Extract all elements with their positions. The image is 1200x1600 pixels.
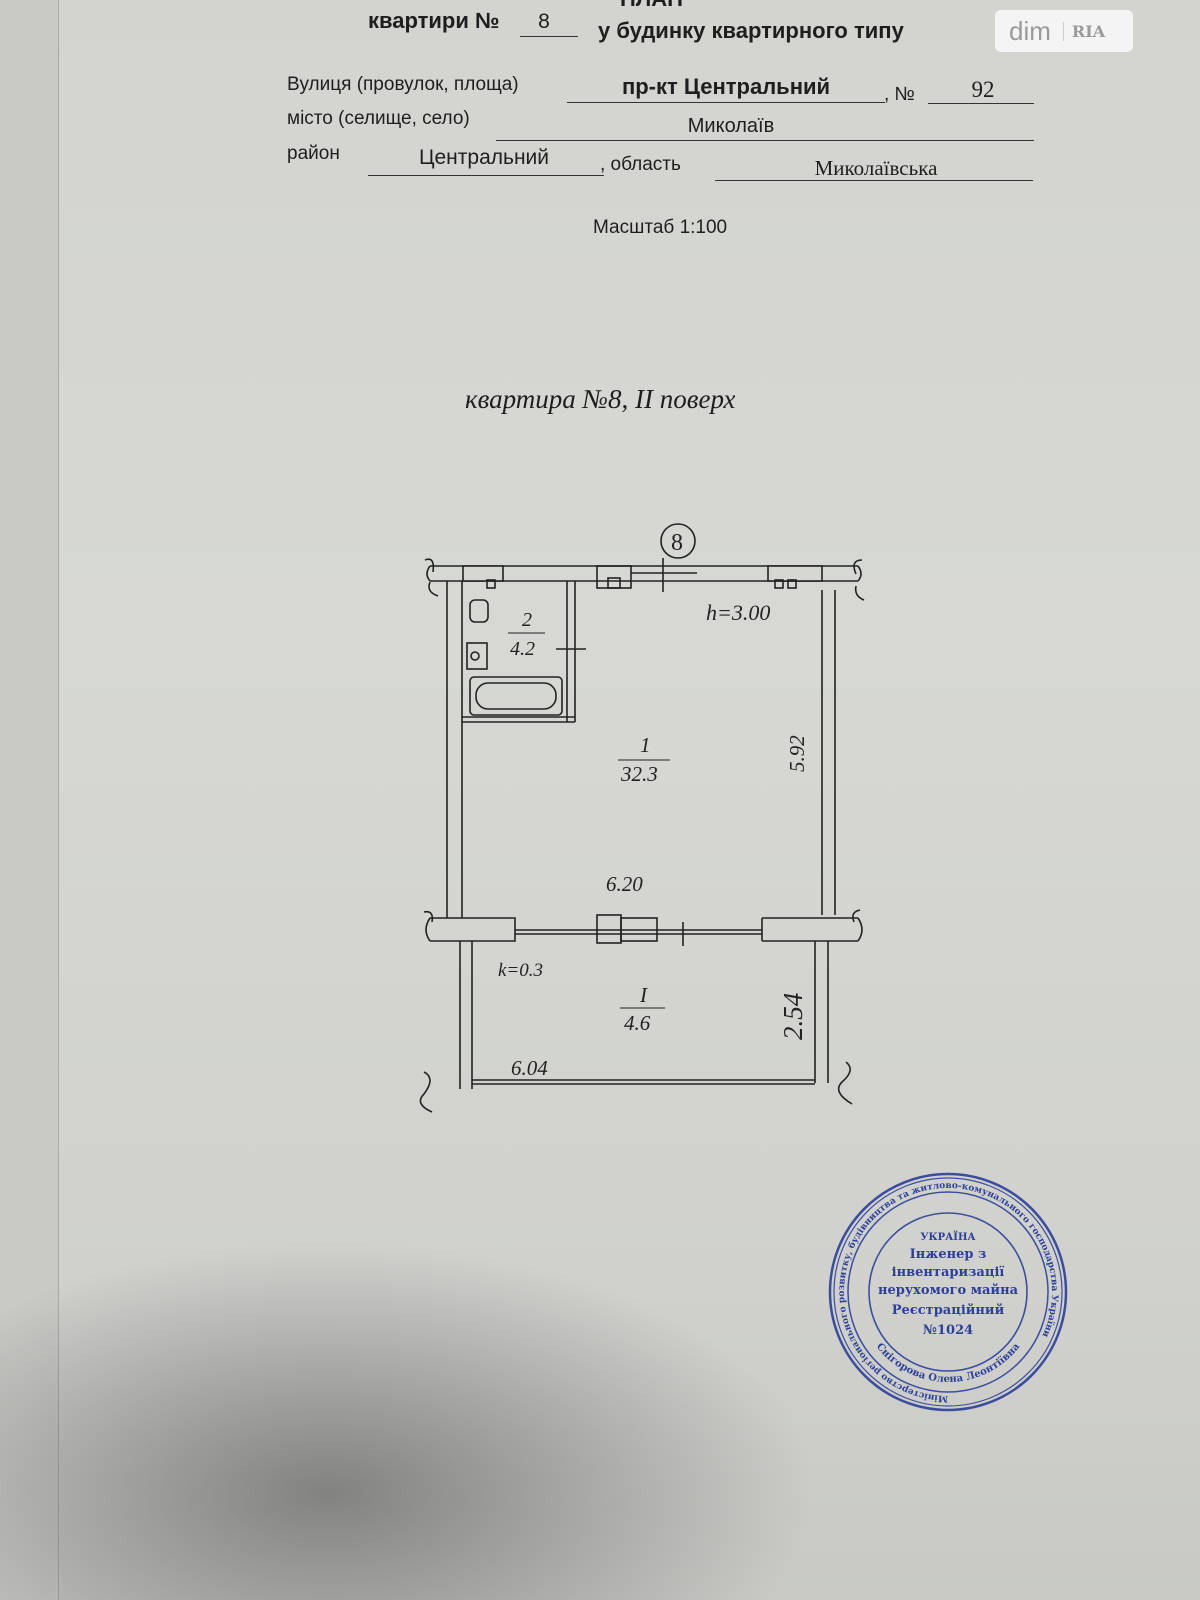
city-value: Миколаїв — [687, 115, 775, 137]
stamp-line: інвентаризації — [892, 1265, 1005, 1280]
toilet-icon — [469, 599, 489, 623]
stamp-line: Інженер з — [910, 1247, 987, 1262]
balcony-width-dimension: 6.04 — [511, 1056, 548, 1080]
ceiling-height: h=3.00 — [706, 600, 770, 625]
stamp-line: Реєстраційний — [892, 1303, 1005, 1318]
street-label: Вулиця (провулок, площа) — [287, 74, 519, 95]
balcony-number: I — [639, 983, 648, 1007]
plan-title: квартира №8, II поверх — [465, 384, 736, 414]
stamp-line: №1024 — [923, 1323, 973, 1338]
document-title: ПЛАН — [620, 0, 683, 12]
district-label: район — [287, 143, 340, 164]
city-underline — [496, 140, 1034, 141]
room-2-number: 2 — [522, 609, 532, 631]
room-2-area: 4.2 — [510, 638, 535, 660]
balcony-depth-dimension: 2.54 — [778, 993, 808, 1040]
apartment-number-underline — [520, 36, 578, 37]
apartment-number: 8 — [538, 10, 550, 33]
logo-ria: RIA — [1062, 21, 1105, 41]
sink-icon — [466, 642, 488, 670]
city-label: місто (селище, село) — [287, 108, 470, 129]
photo-shadow — [0, 1240, 820, 1600]
stamp-line: нерухомого майна — [878, 1283, 1019, 1298]
street-value: пр-кт Центральний — [621, 74, 831, 99]
building-type: у будинку квартирного типу — [598, 18, 904, 43]
logo-dim: dim — [1009, 15, 1051, 46]
house-number-underline — [928, 103, 1034, 104]
scale-label: Масштаб 1:100 — [593, 217, 728, 238]
axis-marker-label: 8 — [671, 530, 683, 556]
district-underline — [368, 175, 604, 176]
plan-walls — [419, 523, 865, 1113]
house-number: 92 — [971, 77, 995, 102]
balcony-coefficient: k=0.3 — [498, 960, 543, 981]
stamp-name: Снігорова Олена Леонтіївна — [874, 1341, 1023, 1385]
room-1-number: 1 — [640, 733, 651, 757]
region-label: , область — [600, 154, 681, 175]
apartment-prefix: квартири № — [368, 8, 500, 33]
dimria-watermark-logo: dim RIA — [995, 10, 1133, 52]
main-depth-dimension: 5.92 — [785, 735, 809, 772]
district-value: Центральний — [418, 146, 550, 169]
bathtub-icon — [469, 676, 563, 716]
axis-marker-circle — [660, 523, 696, 559]
region-value: Миколаївська — [814, 156, 938, 180]
main-width-dimension: 6.20 — [606, 872, 643, 896]
street-underline — [567, 102, 885, 103]
stamp-line: УКРАЇНА — [920, 1230, 976, 1243]
balcony-area: 4.6 — [624, 1011, 651, 1035]
number-label: , № — [884, 84, 915, 105]
region-underline — [715, 180, 1033, 181]
room-1-area: 32.3 — [620, 762, 658, 786]
official-stamp — [828, 1172, 1068, 1412]
